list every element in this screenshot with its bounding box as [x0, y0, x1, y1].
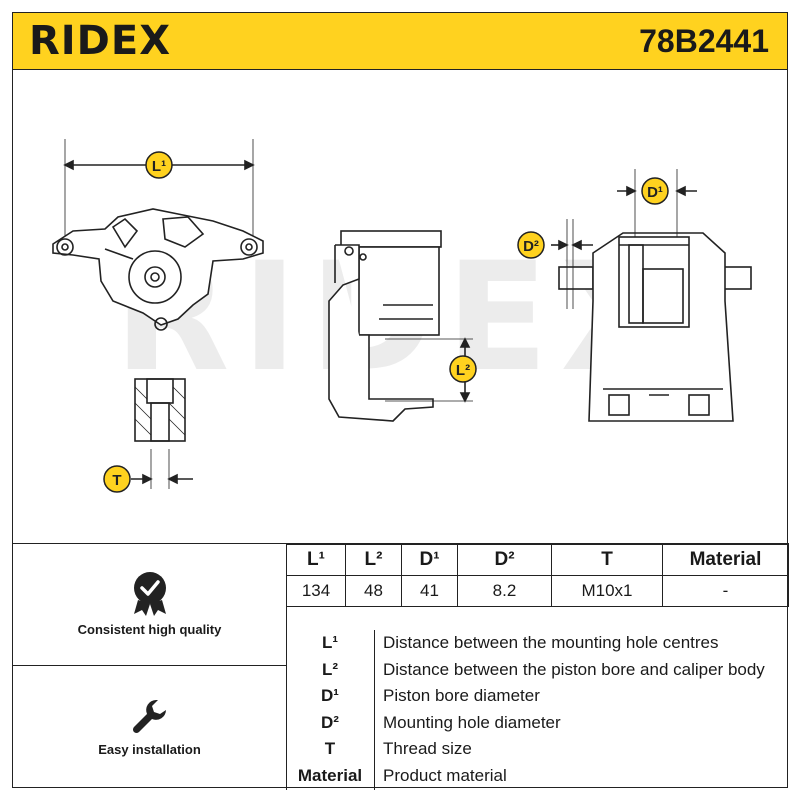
legend-desc: Distance between the mounting hole centr… — [383, 633, 719, 652]
legend-row: Material Product material — [286, 763, 789, 789]
legend-desc: Distance between the piston bore and cal… — [383, 660, 765, 679]
legend-key: D² — [321, 713, 339, 732]
wrench-icon — [132, 700, 166, 734]
specs-header-material: Material — [662, 544, 789, 576]
dim-tag-d2: D² — [517, 231, 545, 259]
legend-desc: Mounting hole diameter — [383, 713, 561, 732]
specs-header-t: T — [551, 544, 663, 576]
specs-header-l2: L² — [345, 544, 402, 576]
specs-value-l1: 134 — [286, 575, 346, 607]
legend-desc: Piston bore diameter — [383, 686, 540, 705]
specs-value-t: M10x1 — [551, 575, 663, 607]
dim-tag-d1: D¹ — [641, 177, 669, 205]
svg-text:T: T — [112, 472, 121, 489]
specs-header-l1: L¹ — [286, 544, 346, 576]
specs-value-d1: 41 — [401, 575, 458, 607]
feature-installation-label: Easy installation — [98, 742, 201, 757]
specs-value-row: 134 48 41 8.2 M10x1 - — [286, 575, 789, 607]
product-sheet: RIDEX 78B2441 RIDEX — [12, 12, 789, 790]
feature-quality: Consistent high quality — [13, 570, 286, 637]
legend-row: D¹ Piston bore diameter — [286, 683, 789, 709]
svg-text:D¹: D¹ — [647, 184, 663, 201]
technical-drawing: RIDEX — [13, 69, 789, 543]
legend-row: L² Distance between the piston bore and … — [286, 657, 789, 683]
specs-header-row: L¹ L² D¹ D² T Material — [286, 544, 789, 576]
drawing-canvas: RIDEX — [52, 139, 752, 493]
specs-value-l2: 48 — [345, 575, 402, 607]
svg-text:L¹: L¹ — [152, 158, 166, 175]
legend-key: Material — [297, 766, 363, 785]
legend-divider — [374, 630, 375, 790]
feature-divider — [13, 665, 286, 666]
specs-header-d2: D² — [457, 544, 552, 576]
caliper-front-view — [52, 139, 264, 331]
svg-text:D²: D² — [523, 238, 539, 255]
caliper-side-view — [328, 230, 473, 422]
info-section: Consistent high quality Easy installatio… — [13, 543, 789, 790]
legend-key: L¹ — [321, 633, 339, 652]
specs-header-d1: D¹ — [401, 544, 458, 576]
legend-desc: Product material — [383, 766, 507, 785]
specs-value-material: - — [662, 575, 789, 607]
dim-tag-l2: L² — [449, 355, 477, 383]
dim-tag-l1: L¹ — [145, 151, 173, 179]
legend-row: L¹ Distance between the mounting hole ce… — [286, 630, 789, 656]
thread-detail-view — [131, 378, 193, 489]
svg-text:L²: L² — [456, 362, 470, 379]
brand-logo: RIDEX — [29, 18, 172, 64]
specs-value-d2: 8.2 — [457, 575, 552, 607]
header-bar: RIDEX 78B2441 — [13, 13, 787, 70]
feature-quality-label: Consistent high quality — [77, 622, 222, 637]
feature-installation: Easy installation — [13, 696, 286, 757]
specs-table: L¹ L² D¹ D² T Material 134 48 41 8.2 M10… — [286, 544, 789, 607]
dim-tag-t: T — [103, 465, 131, 493]
legend-key: D¹ — [321, 686, 339, 705]
legend-desc: Thread size — [383, 739, 472, 758]
legend-key: T — [324, 739, 336, 758]
dimension-legend: L¹ Distance between the mounting hole ce… — [286, 624, 789, 790]
quality-badge-icon — [133, 572, 166, 616]
legend-key: L² — [321, 660, 339, 679]
part-number: 78B2441 — [639, 23, 769, 59]
legend-row: D² Mounting hole diameter — [286, 710, 789, 736]
legend-row: T Thread size — [286, 736, 789, 762]
features-panel: Consistent high quality Easy installatio… — [13, 544, 287, 790]
caliper-section-view — [551, 169, 752, 422]
